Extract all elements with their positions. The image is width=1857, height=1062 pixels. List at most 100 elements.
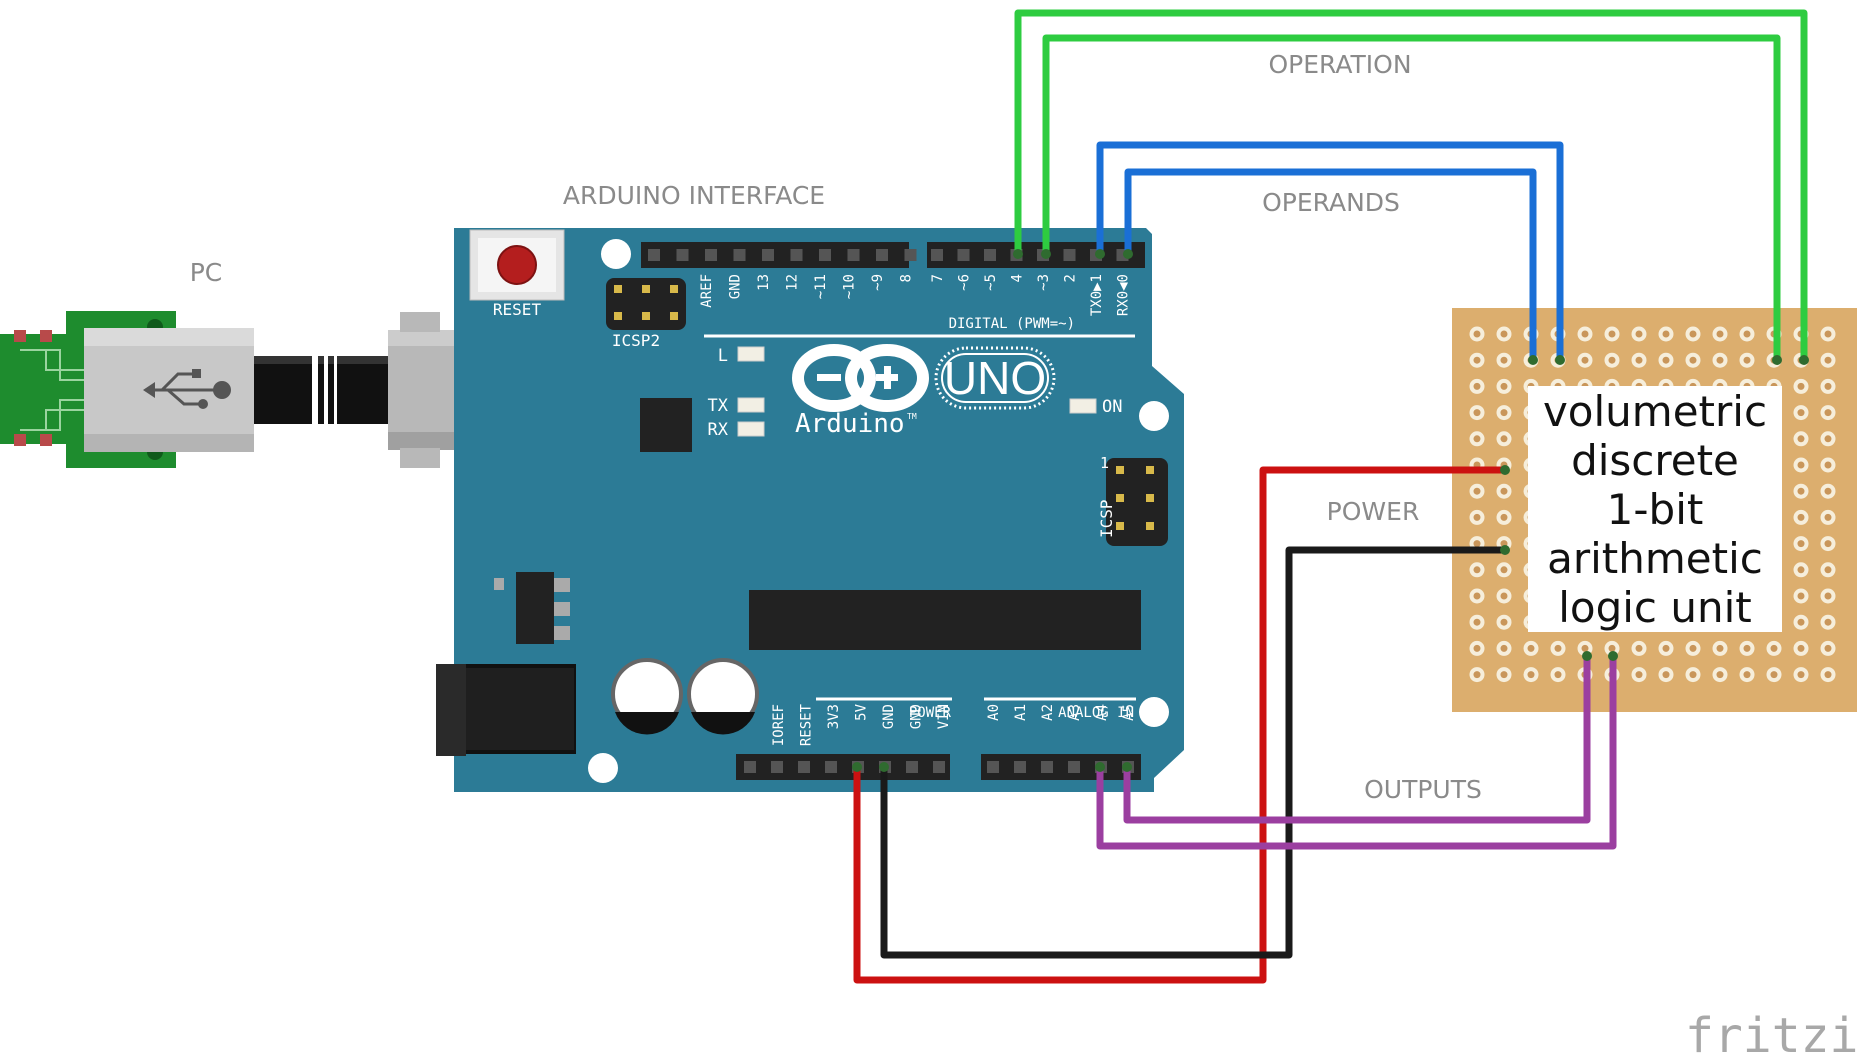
- wire-power-5v: [853, 466, 1505, 984]
- wire-end: [1582, 651, 1592, 661]
- header-pin-hole: [771, 761, 783, 773]
- wire-output-2: [1096, 656, 1617, 850]
- module-line: volumetric: [1543, 387, 1767, 436]
- header-pin-hole: [790, 249, 803, 261]
- capacitor: [611, 658, 683, 735]
- pin-label: GND: [881, 704, 897, 729]
- pin-label: 8: [899, 274, 915, 282]
- pin-label: ~3: [1036, 274, 1052, 291]
- wire-operation-1: [1014, 9, 1808, 360]
- wire-end: [1013, 249, 1023, 259]
- pin-label: IOREF: [771, 704, 787, 746]
- pin-label: GND: [728, 274, 744, 299]
- header-pin-hole: [705, 249, 717, 261]
- header-pin-hole: [984, 249, 996, 261]
- header-pin-hole: [933, 761, 945, 773]
- pin-label: A5: [1121, 704, 1137, 721]
- operands-label: OPERANDS: [1262, 188, 1400, 217]
- wire-end: [1799, 355, 1809, 365]
- pc-label: PC: [190, 258, 223, 287]
- header-pin-hole: [931, 249, 943, 261]
- wires: [853, 9, 1808, 984]
- header-pin-hole: [676, 249, 689, 261]
- analog-caption: ANALOG IN: [1058, 705, 1134, 721]
- pin-label: A0: [986, 704, 1002, 721]
- led-rx-label: RX: [708, 420, 729, 440]
- header-pin-hole: [1014, 761, 1026, 773]
- module-line: discrete: [1571, 436, 1739, 485]
- alu-module-text: volumetric discrete 1-bit arithmetic log…: [1543, 387, 1767, 632]
- arduino-wordmark: Arduino: [795, 409, 905, 439]
- pin-label: VIN: [936, 704, 952, 729]
- header-pin-hole: [733, 249, 746, 261]
- pin-label: ~6: [957, 274, 973, 291]
- wire-end: [1528, 355, 1538, 365]
- icsp-pin1-label: 1: [1100, 454, 1109, 472]
- pin-label: GND: [909, 704, 925, 729]
- header-pin-hole: [798, 761, 810, 773]
- power-jack: [436, 664, 576, 756]
- icsp-header: [1106, 458, 1168, 546]
- pin-label: 12: [785, 274, 801, 291]
- pin-label: AREF: [699, 274, 715, 308]
- pin-label: ~5: [983, 274, 999, 291]
- wire-end: [1500, 545, 1510, 555]
- header-pin-hole: [762, 249, 774, 261]
- header-pin-hole: [957, 249, 970, 261]
- icsp-label: ICSP: [1097, 499, 1116, 538]
- header-pin-hole: [847, 249, 860, 261]
- header-pin-hole: [648, 249, 660, 261]
- operation-label: OPERATION: [1268, 50, 1411, 79]
- pin-label: A3: [1067, 704, 1083, 721]
- led-tx-label: TX: [708, 396, 729, 416]
- trademark: TM: [907, 412, 917, 421]
- wire-operation-2: [1042, 34, 1781, 360]
- power-label: POWER: [1327, 497, 1420, 526]
- header-pin-hole: [744, 761, 756, 773]
- alu-module-label-box: [1528, 386, 1782, 632]
- wire-end: [879, 762, 889, 772]
- pin-label: RESET: [799, 703, 815, 746]
- wire-end: [1772, 355, 1782, 365]
- analog-header: [981, 754, 1141, 780]
- pin-label: 4: [1010, 274, 1026, 282]
- header-pin-hole: [825, 761, 837, 773]
- perfboard: [1452, 308, 1857, 712]
- uno-label: UNO: [944, 352, 1046, 404]
- wire-end: [1122, 762, 1132, 772]
- module-line: arithmetic: [1547, 534, 1763, 583]
- led-on-label: ON: [1102, 397, 1122, 417]
- wire-end: [1095, 249, 1105, 259]
- arduino-interface-label: ARDUINO INTERFACE: [563, 181, 825, 210]
- pin-label: A4: [1094, 704, 1110, 721]
- fritzing-logo: fritzing: [1685, 1008, 1857, 1062]
- wire-operand-2: [1124, 168, 1537, 360]
- pin-label: 7: [930, 274, 946, 282]
- wire-operand-1: [1096, 141, 1564, 360]
- pin-label: A1: [1013, 704, 1029, 721]
- capacitor: [687, 658, 759, 735]
- pin-label: ~11: [813, 274, 829, 299]
- header-pin-hole: [1063, 249, 1076, 261]
- pin-label: RX0◀0: [1116, 274, 1132, 316]
- pin-label: A2: [1040, 704, 1056, 721]
- arduino-logo: [792, 344, 929, 412]
- pin-label: ~9: [870, 274, 886, 291]
- pin-label: 3V3: [826, 704, 842, 729]
- header-pin-hole: [876, 249, 888, 261]
- header-pin-hole: [1068, 761, 1080, 773]
- wire-end: [1608, 651, 1618, 661]
- pin-label: 13: [756, 274, 772, 291]
- power-caption: POWER: [909, 705, 952, 721]
- header-pin-hole: [1041, 761, 1053, 773]
- reset-button: [469, 229, 565, 301]
- digital-caption: DIGITAL (PWM=~): [949, 316, 1075, 332]
- wire-end: [852, 762, 862, 772]
- reset-label: RESET: [493, 300, 542, 319]
- header-pin-hole: [987, 761, 999, 773]
- icsp2-header: [606, 278, 686, 330]
- outputs-label: OUTPUTS: [1364, 775, 1482, 804]
- header-pin-hole: [819, 249, 831, 261]
- minus-icon: [817, 374, 841, 381]
- module-line: logic unit: [1558, 583, 1752, 632]
